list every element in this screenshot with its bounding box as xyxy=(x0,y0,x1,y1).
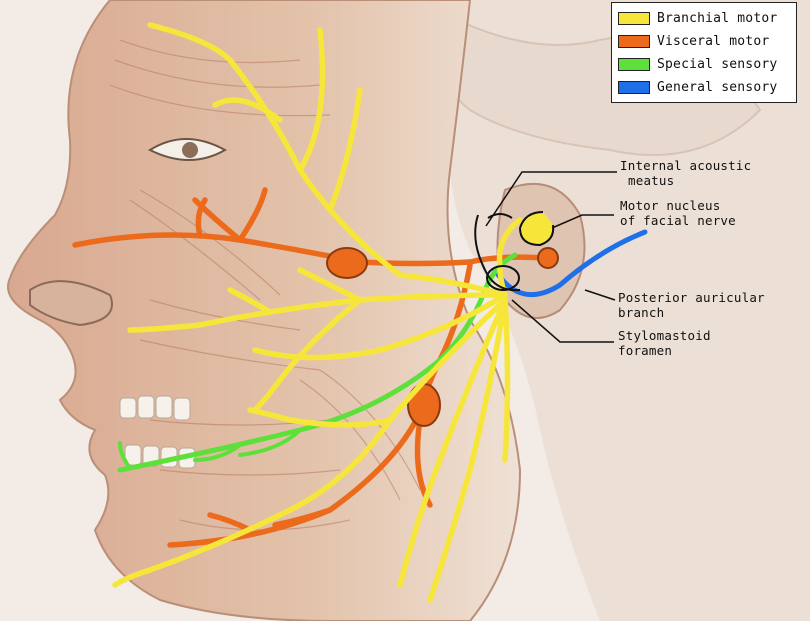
facial-motor-nucleus xyxy=(518,211,555,247)
branchial-motor-swatch xyxy=(618,12,650,25)
special-sensory-swatch xyxy=(618,58,650,71)
nostril xyxy=(29,280,113,327)
callout-motor-nucleus: Motor nucleus of facial nerve xyxy=(620,198,736,228)
pterygopalatine-ganglion xyxy=(326,247,368,279)
callout-internal-acoustic-meatus: Internal acoustic meatus xyxy=(620,158,751,188)
callout-line: Stylomastoid xyxy=(618,328,711,343)
neck-region xyxy=(447,0,810,621)
callout-line: of facial nerve xyxy=(620,213,736,228)
branchial-motor-nerves xyxy=(112,22,523,603)
visceral-motor-swatch xyxy=(618,35,650,48)
callout-stylomastoid-foramen: Stylomastoid foramen xyxy=(618,328,711,358)
legend-label: Branchial motor xyxy=(657,11,778,26)
callout-line: Motor nucleus xyxy=(620,198,721,213)
callout-line: branch xyxy=(618,305,665,320)
callout-posterior-auricular-branch: Posterior auricular branch xyxy=(618,290,765,320)
callout-line: foramen xyxy=(618,343,673,358)
eye-iris xyxy=(182,142,198,158)
superior-salivatory-nucleus xyxy=(537,247,559,269)
callout-leaders xyxy=(485,171,617,343)
callout-line: meatus xyxy=(628,173,675,188)
legend: Branchial motor Visceral motor Special s… xyxy=(611,2,797,103)
legend-item-visceral-motor: Visceral motor xyxy=(618,30,790,53)
legend-item-general-sensory: General sensory xyxy=(618,76,790,99)
meatus-outlines xyxy=(474,213,521,292)
legend-label: Special sensory xyxy=(657,57,778,72)
special-sensory-branches xyxy=(118,428,302,470)
legend-item-branchial-motor: Branchial motor xyxy=(618,7,790,30)
callout-line: Internal acoustic xyxy=(620,158,752,173)
legend-label: Visceral motor xyxy=(657,34,770,49)
callout-line: Posterior auricular xyxy=(618,290,765,305)
general-sensory-swatch xyxy=(618,81,650,94)
legend-label: General sensory xyxy=(657,80,778,95)
legend-item-special-sensory: Special sensory xyxy=(618,53,790,76)
brain-outline xyxy=(418,0,762,156)
